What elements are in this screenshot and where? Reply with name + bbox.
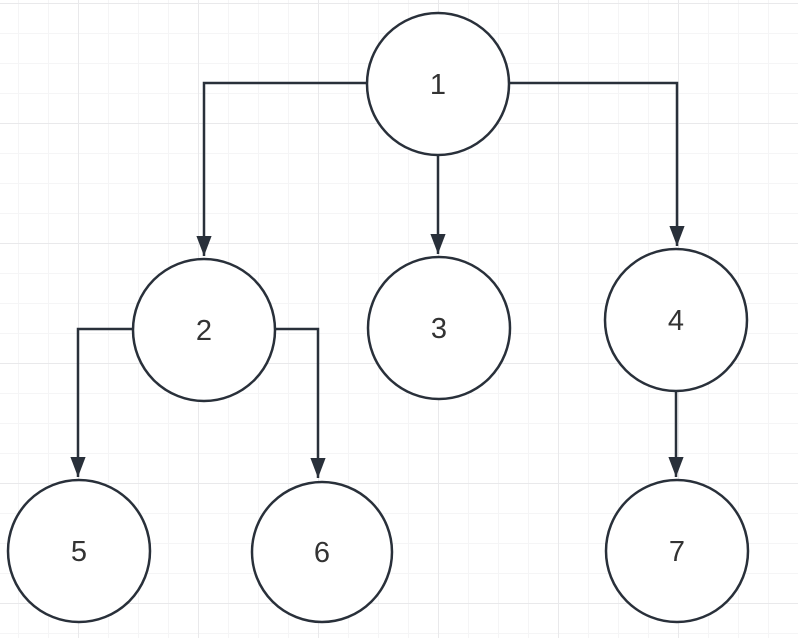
node-7-circle[interactable] [604, 478, 750, 624]
node-1-circle[interactable] [365, 11, 511, 157]
node-2[interactable]: 2 [131, 257, 277, 403]
node-3-circle[interactable] [366, 255, 512, 401]
edge-1-to-4[interactable] [509, 81, 685, 246]
node-3[interactable]: 3 [366, 255, 512, 401]
node-5-circle[interactable] [6, 478, 152, 624]
node-5-label: 5 [71, 536, 87, 568]
edges-layer [70, 81, 685, 478]
node-1[interactable]: 1 [365, 11, 511, 157]
node-4-circle[interactable] [603, 247, 749, 393]
node-1-label: 1 [430, 69, 446, 101]
edge-1-to-2[interactable] [196, 81, 367, 256]
node-3-label: 3 [431, 313, 447, 345]
node-4-label: 4 [668, 305, 684, 337]
nodes-layer: 1 2 3 4 5 6 7 [6, 11, 750, 624]
node-2-circle[interactable] [131, 257, 277, 403]
edge-2-to-5[interactable] [70, 327, 133, 477]
edge-2-to-6[interactable] [275, 327, 326, 478]
node-4[interactable]: 4 [603, 247, 749, 393]
node-6-circle[interactable] [250, 480, 394, 624]
node-5[interactable]: 5 [6, 478, 152, 624]
node-6-label: 6 [314, 537, 330, 569]
node-2-label: 2 [196, 315, 212, 347]
node-7-label: 7 [669, 536, 685, 568]
node-6[interactable]: 6 [250, 480, 394, 624]
node-7[interactable]: 7 [604, 478, 750, 624]
